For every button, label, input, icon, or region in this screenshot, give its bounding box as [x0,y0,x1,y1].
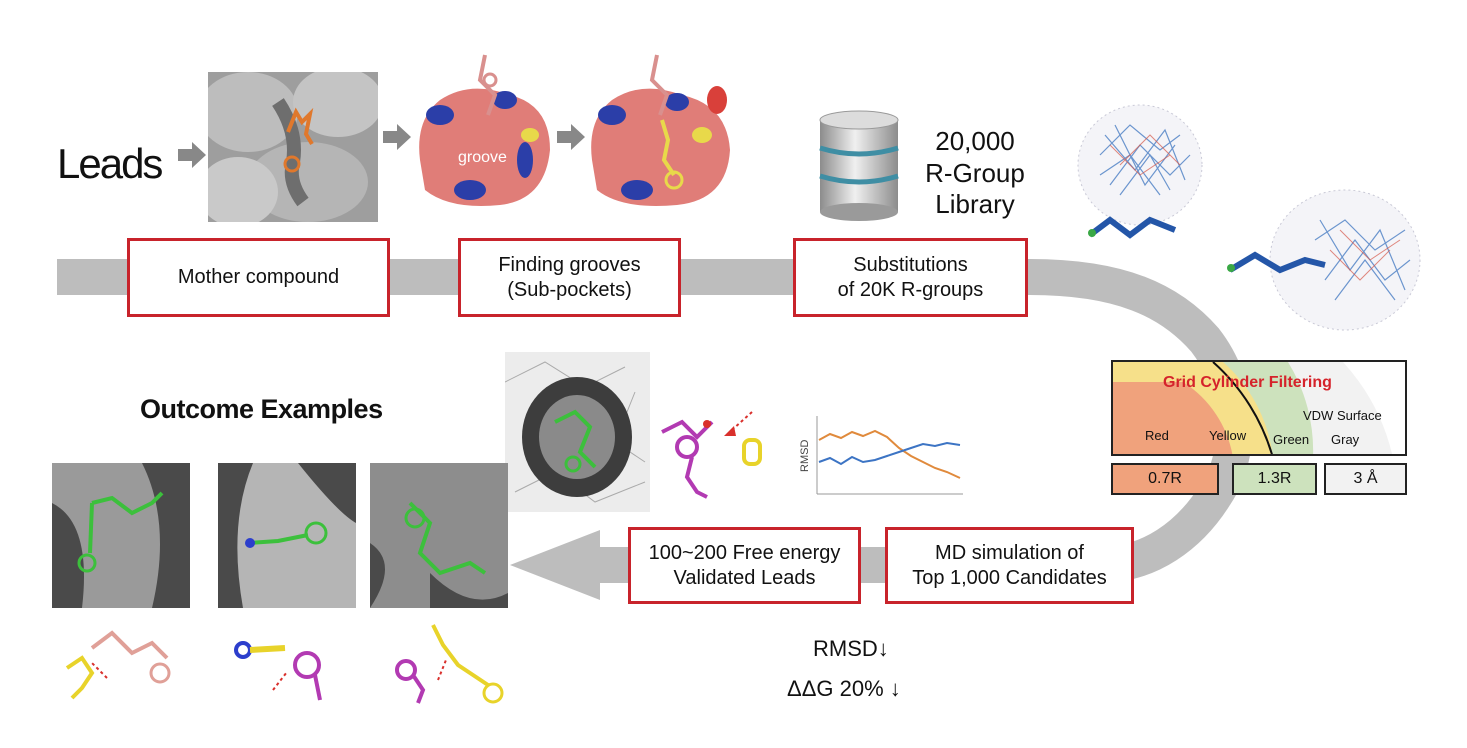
outcome-example-3-pocket [370,463,508,608]
library-count: 20,000 [935,126,1015,156]
ddg-metric: ΔΔG 20% ↓ [787,676,901,701]
library-line3: Library [935,189,1015,220]
grid-cylinder-filtering-panel: Grid Cylinder Filtering Red Yellow Green… [1111,360,1407,456]
groove-surface-image: groove [410,40,555,210]
chip-red-radius: 0.7R [1111,463,1219,495]
step-substitutions: Substitutions of 20K R-groups [793,238,1028,317]
library-line2: R-Group [925,157,1025,188]
conformer-cloud-image-2 [1215,180,1425,340]
arrow-icon [557,124,585,150]
outcome-example-1-pocket [52,463,190,608]
substituted-groove-image [582,40,734,210]
conformer-cloud-image-1 [1070,95,1210,265]
arrow-icon [178,142,206,168]
zone-surface-label: VDW Surface [1303,408,1382,423]
groove-label: groove [458,149,507,166]
outcome-example-2-ligand [234,641,322,701]
step-validated-leads: 100~200 Free energy Validated Leads [628,527,861,604]
step-mother-compound: Mother compound [127,238,390,317]
ligand-fragment-image [652,402,780,507]
step-finding-grooves: Finding grooves (Sub-pockets) [458,238,681,317]
leads-label: Leads [57,140,163,187]
chip-green-radius: 1.3R [1232,463,1317,495]
outcome-example-1-ligand [65,630,171,700]
grid-filter-title: Grid Cylinder Filtering [1163,374,1332,391]
outcome-title: Outcome Examples [140,394,383,424]
library-label: 20,000 R-Group Library [905,126,1045,221]
outcome-example-2-pocket [218,463,356,608]
zone-gray-label: Gray [1331,432,1360,447]
outcome-example-3-ligand [395,624,504,704]
database-icon [819,110,899,221]
rmsd-axis-label: RMSD [799,440,811,472]
protein-surface-image [208,72,378,222]
rmsd-trace-plot: RMSD [795,410,965,505]
rmsd-metric: RMSD↓ [813,636,889,661]
binding-pocket-image [505,352,650,512]
zone-yellow-label: Yellow [1209,428,1247,443]
zone-red-label: Red [1145,428,1169,443]
step-md-simulation: MD simulation of Top 1,000 Candidates [885,527,1134,604]
zone-green-label: Green [1273,432,1310,447]
chip-gray-distance: 3 Å [1324,463,1407,495]
arrow-icon [383,124,411,150]
